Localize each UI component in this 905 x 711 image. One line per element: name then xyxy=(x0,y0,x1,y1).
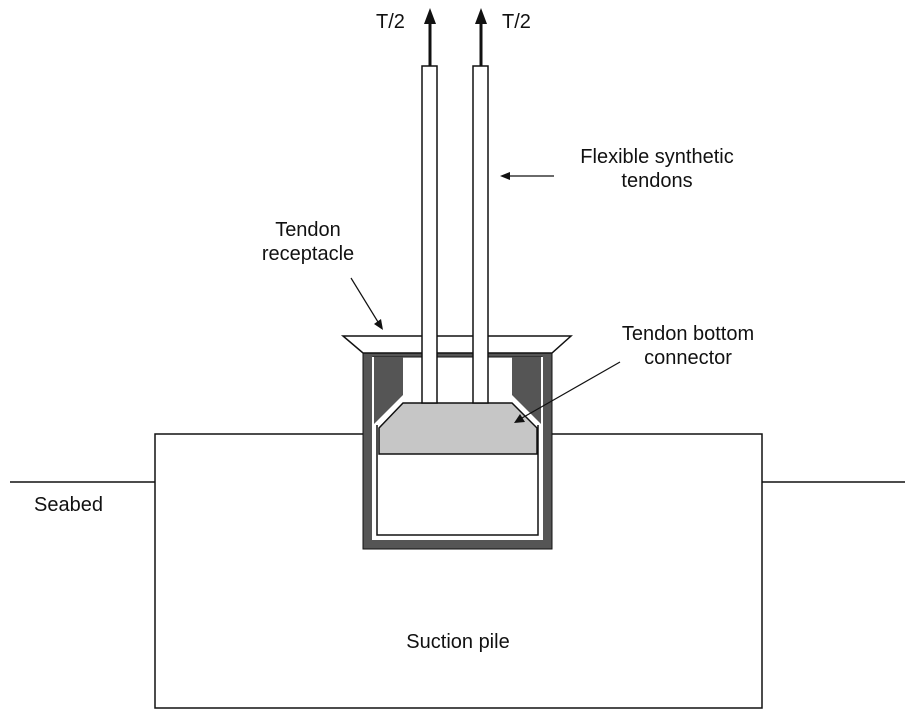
receptacle-inner-liner xyxy=(372,357,543,540)
connector-pointer-line xyxy=(521,361,621,419)
tension-arrow-left-head xyxy=(424,8,436,24)
connector-label: Tendon bottom connector xyxy=(608,322,768,370)
tendon-right xyxy=(472,65,489,404)
tendon-left xyxy=(421,65,438,404)
flexible-tendons-label: Flexible synthetic tendons xyxy=(552,145,762,193)
receptacle-pointer-line xyxy=(350,277,379,323)
flexible-tendons-label-line1: Flexible synthetic xyxy=(580,146,734,168)
receptacle-guide-left xyxy=(373,357,403,425)
connector-label-line1: Tendon bottom xyxy=(621,323,755,345)
receptacle-pointer-head xyxy=(374,319,383,330)
connector-label-line2: connector xyxy=(644,347,732,369)
receptacle-label-line2: receptacle xyxy=(261,243,355,265)
receptacle-inner-outline xyxy=(376,425,539,536)
suction-pile xyxy=(154,433,763,709)
receptacle-label: Tendon receptacle xyxy=(240,218,376,266)
seabed-label: Seabed xyxy=(34,494,103,516)
receptacle-label-line1: Tendon xyxy=(275,219,341,241)
receptacle-funnel xyxy=(340,335,573,354)
tension-label-left: T/2 xyxy=(376,11,405,33)
connector-pointer-head xyxy=(514,414,525,423)
tendon-bottom-connector xyxy=(378,402,538,455)
tension-arrow-right-head xyxy=(475,8,487,24)
receptacle-guide-right xyxy=(512,357,542,425)
tension-label-right: T/2 xyxy=(502,11,531,33)
tendons-pointer-head xyxy=(500,172,510,180)
flexible-tendons-label-line2: tendons xyxy=(621,170,693,192)
suction-pile-label: Suction pile xyxy=(406,631,510,653)
